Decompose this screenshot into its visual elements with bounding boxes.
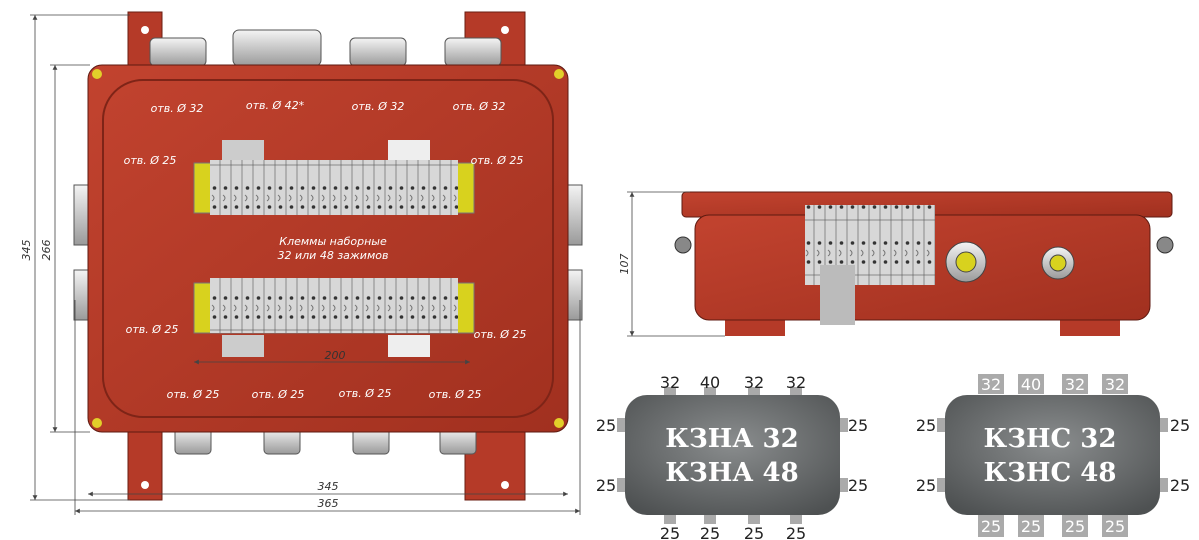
port-size: 25 xyxy=(786,524,806,540)
port-size: 25 xyxy=(848,476,868,495)
model-name: КЗНС 32 xyxy=(984,424,1117,454)
port-size: 32 xyxy=(744,373,764,392)
port-size: 32 xyxy=(1105,375,1125,394)
front-view: 200 отв. Ø 32 отв. Ø 42* отв. Ø 32 отв. … xyxy=(20,11,583,515)
terminal-strip-bottom xyxy=(193,278,475,357)
scheme-box xyxy=(945,395,1160,515)
dim-height-outer: 345 xyxy=(20,240,33,261)
scheme-kzna: КЗНА 32 КЗНА 48 32 40 32 32 25 25 25 25 … xyxy=(596,373,868,540)
hole-label: отв. Ø 25 xyxy=(474,328,527,341)
port-size: 25 xyxy=(596,476,616,495)
port-size: 32 xyxy=(660,373,680,392)
hole-label: отв. Ø 32 xyxy=(352,100,405,113)
hole-label: отв. Ø 25 xyxy=(167,388,220,401)
dim-width-outer: 365 xyxy=(318,497,339,510)
port-size: 25 xyxy=(1170,416,1190,435)
port-size: 25 xyxy=(1105,517,1125,536)
port-size: 25 xyxy=(596,416,616,435)
port-size: 25 xyxy=(981,517,1001,536)
port-size: 25 xyxy=(916,476,936,495)
port-size: 32 xyxy=(981,375,1001,394)
port-size: 32 xyxy=(1065,375,1085,394)
terminal-strip-top xyxy=(193,140,475,215)
box-body xyxy=(87,64,569,433)
port-size: 40 xyxy=(700,373,720,392)
port-size: 25 xyxy=(1170,476,1190,495)
dim-rail: 200 xyxy=(325,349,346,362)
scheme-kzns: КЗНС 32 КЗНС 48 32 40 32 32 25 25 25 25 … xyxy=(916,374,1190,537)
hole-label: отв. Ø 32 xyxy=(453,100,506,113)
model-name: КЗНА 32 xyxy=(665,424,798,454)
dim-width-inner: 345 xyxy=(318,480,339,493)
dim-height-inner: 266 xyxy=(40,240,53,261)
hole-label: отв. Ø 25 xyxy=(124,154,177,167)
terminals-label: Клеммы наборные xyxy=(279,235,387,248)
port-size: 25 xyxy=(744,524,764,540)
hole-label: отв. Ø 25 xyxy=(252,388,305,401)
port-size: 40 xyxy=(1021,375,1041,394)
port-size: 25 xyxy=(848,416,868,435)
port-size: 25 xyxy=(916,416,936,435)
hole-label: отв. Ø 42* xyxy=(246,99,305,112)
hole-label: отв. Ø 25 xyxy=(339,387,392,400)
dim-height-side: 107 xyxy=(618,254,631,275)
port-size: 25 xyxy=(700,524,720,540)
port-size: 25 xyxy=(1021,517,1041,536)
cable-glands-top xyxy=(149,29,502,67)
port-size: 25 xyxy=(660,524,680,540)
hole-label: отв. Ø 25 xyxy=(429,388,482,401)
terminals-label: 32 или 48 зажимов xyxy=(278,249,389,262)
port-size: 25 xyxy=(1065,517,1085,536)
model-name: КЗНА 48 xyxy=(665,458,798,488)
side-view: 107 xyxy=(618,191,1174,337)
port-size: 32 xyxy=(786,373,806,392)
hole-label: отв. Ø 25 xyxy=(471,154,524,167)
hole-label: отв. Ø 32 xyxy=(151,102,204,115)
model-name: КЗНС 48 xyxy=(984,458,1117,488)
hole-label: отв. Ø 25 xyxy=(126,323,179,336)
scheme-box xyxy=(625,395,840,515)
